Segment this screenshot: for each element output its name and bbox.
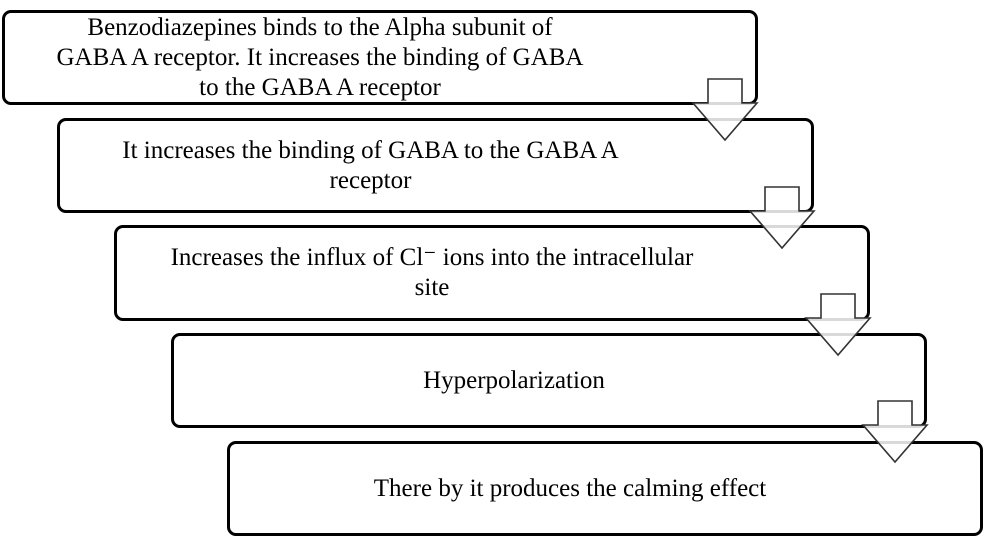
step-2-box: It increases the binding of GABA to the … bbox=[57, 118, 814, 213]
step-5-text: There by it produces the calming effect bbox=[373, 474, 767, 502]
step-1-box: Benzodiazepines binds to the Alpha subun… bbox=[2, 10, 758, 105]
step-4-box: Hyperpolarization bbox=[171, 333, 927, 428]
down-arrow-icon bbox=[748, 186, 816, 250]
down-arrow-icon bbox=[861, 400, 929, 464]
down-arrow-icon bbox=[691, 78, 759, 142]
down-arrow-icon bbox=[804, 293, 872, 357]
step-5-box: There by it produces the calming effect bbox=[227, 441, 983, 536]
step-1-text: Benzodiazepines binds to the Alpha subun… bbox=[56, 13, 584, 101]
step-3-text: Increases the influx of Cl⁻ ions into th… bbox=[170, 244, 694, 301]
step-4-text: Hyperpolarization bbox=[423, 366, 605, 394]
step-3-box: Increases the influx of Cl⁻ ions into th… bbox=[114, 225, 870, 321]
step-2-text: It increases the binding of GABA to the … bbox=[122, 136, 619, 194]
